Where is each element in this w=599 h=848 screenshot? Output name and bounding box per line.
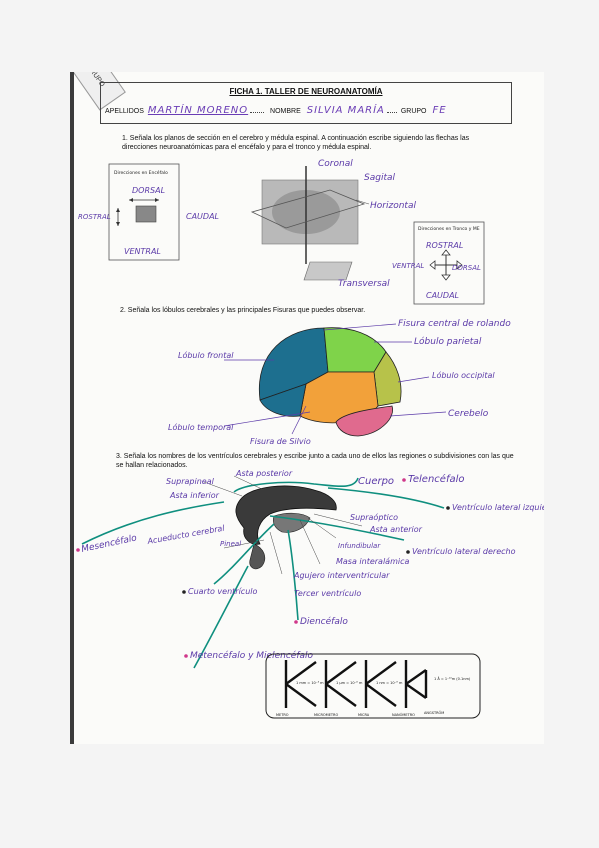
box2-title: Direcciones en Tronco y ME: [418, 226, 480, 232]
cerebelo: [335, 405, 393, 437]
question-3-text: 3. Señala los nombres de los ventrículos…: [116, 453, 514, 469]
box2-top: ROSTRAL: [426, 241, 463, 250]
box2-right: DORSAL: [452, 264, 481, 272]
scale-label-4: ANGSTRÖM: [424, 710, 444, 715]
label-supraoptico: Supraóptico: [350, 512, 398, 522]
label-telencefalo: Telencéfalo: [408, 473, 465, 485]
label-suprapineal: Suprapineal: [166, 477, 215, 486]
label-ventriculo-der: Ventrículo lateral derecho: [412, 547, 516, 556]
scale-arrows: [284, 660, 428, 708]
occipital-lobe: [373, 351, 402, 407]
encefalo-directions-box: [108, 163, 180, 261]
student-row: APELLIDOS MARTÍN MORENO NOMBRE SILVIA MA…: [105, 105, 507, 116]
nombre-label: NOMBRE: [270, 108, 301, 115]
scale-label-0: METRO: [276, 713, 289, 717]
brain-lobes-figure: [258, 327, 402, 437]
label-cuarto: Cuarto ventrículo: [188, 587, 257, 596]
label-temporal: Lóbulo temporal: [168, 422, 234, 432]
label-central-fissure: Fisura central de rolando: [398, 319, 511, 329]
apellidos-label: APELLIDOS: [105, 108, 144, 115]
q2-leader-lines: [223, 323, 447, 435]
label-asta-inferior: Asta inferior: [169, 491, 220, 500]
scale-label-3: NANÓMETRO: [392, 712, 415, 717]
scale-step-0: 1 mm = 10⁻³ m: [296, 681, 324, 685]
label-diencefalo: Diencéfalo: [300, 616, 348, 627]
label-pineal: Pineal: [220, 540, 241, 548]
box1-title: Direcciones en Encéfalo: [114, 169, 168, 176]
parietal-lobe: [323, 327, 387, 373]
fourth-ventricle: [249, 543, 266, 570]
scale-step-1: 1 µm = 10⁻⁶ m: [336, 681, 363, 685]
nombre-value: SILVIA MARÍA: [306, 105, 385, 116]
scale-label-1: MICROMETRO: [314, 713, 338, 717]
label-mesencefalo: Mesencéfalo: [80, 532, 138, 555]
box1-bottom: VENTRAL: [124, 247, 161, 256]
transverse-plane: [303, 261, 353, 281]
label-ventriculo-izq: Ventrículo lateral izquierdo: [452, 503, 544, 512]
scale-step-2: 1 nm = 10⁻⁹ m: [376, 681, 403, 685]
label-asta-posterior: Asta posterior: [235, 469, 293, 478]
grupo-value: FE: [432, 105, 447, 116]
plane-horizontal: Horizontal: [370, 201, 416, 211]
box1-top: DORSAL: [132, 186, 165, 195]
cross-arrow-icon: [432, 252, 460, 278]
box2-bottom: CAUDAL: [426, 291, 459, 300]
label-acueducto: Acueducto cerebral: [146, 523, 226, 546]
small-brain-icon: [135, 205, 157, 223]
plane-transversal: Transversal: [338, 279, 390, 289]
question-2-text: 2. Señala los lóbulos cerebrales y las p…: [120, 307, 366, 314]
plane-sagital: Sagital: [364, 173, 395, 183]
diagram-canvas: Direcciones en Encéfalo DORSAL ROSTRAL C…: [76, 159, 544, 719]
scale-step-last: 1 Å = 1⁻¹⁰m (0.1nm): [434, 676, 471, 681]
label-occipital: Lóbulo occipital: [432, 370, 495, 380]
label-metencefalo: Metencéfalo y Mielencéfalo: [190, 650, 314, 661]
box1-left: ROSTRAL: [78, 213, 111, 221]
label-tercer: Tercer ventrículo: [294, 589, 361, 598]
label-infundibular: Infundibular: [338, 542, 381, 550]
tronco-directions-box: [413, 221, 485, 305]
label-frontal: Lóbulo frontal: [178, 350, 234, 360]
scale-box: [265, 653, 481, 719]
box1-right: CAUDAL: [186, 212, 219, 221]
label-asta-anterior: Asta anterior: [369, 525, 423, 534]
label-silvio: Fisura de Silvio: [250, 437, 311, 446]
label-cuerpo: Cuerpo: [358, 476, 394, 487]
label-masa: Masa interalámica: [336, 557, 410, 566]
plane-coronal: Coronal: [318, 159, 353, 169]
lateral-ventricle: [235, 485, 337, 545]
label-cerebelo: Cerebelo: [448, 409, 489, 419]
q3-leader-lines: [203, 475, 363, 575]
header-box: FICHA 1. TALLER DE NEUROANATOMÍA APELLID…: [100, 82, 512, 124]
page-edge: [70, 72, 74, 744]
page-title: FICHA 1. TALLER DE NEUROANATOMÍA: [229, 87, 383, 96]
grupo-label: GRUPO: [400, 108, 427, 115]
question-1-text: 1. Señala los planos de sección en el ce…: [122, 135, 470, 151]
label-agujero: Agujero interventricular: [293, 571, 390, 580]
scale-label-2: MICRA: [358, 713, 370, 717]
worksheet-page: GRUPO FICHA 1. TALLER DE NEUROANATOMÍA A…: [74, 72, 544, 744]
box2-left: VENTRAL: [392, 262, 424, 270]
label-parietal: Lóbulo parietal: [414, 336, 482, 347]
apellidos-value: MARTÍN MORENO: [147, 105, 249, 116]
teal-connector-lines: [81, 477, 445, 669]
